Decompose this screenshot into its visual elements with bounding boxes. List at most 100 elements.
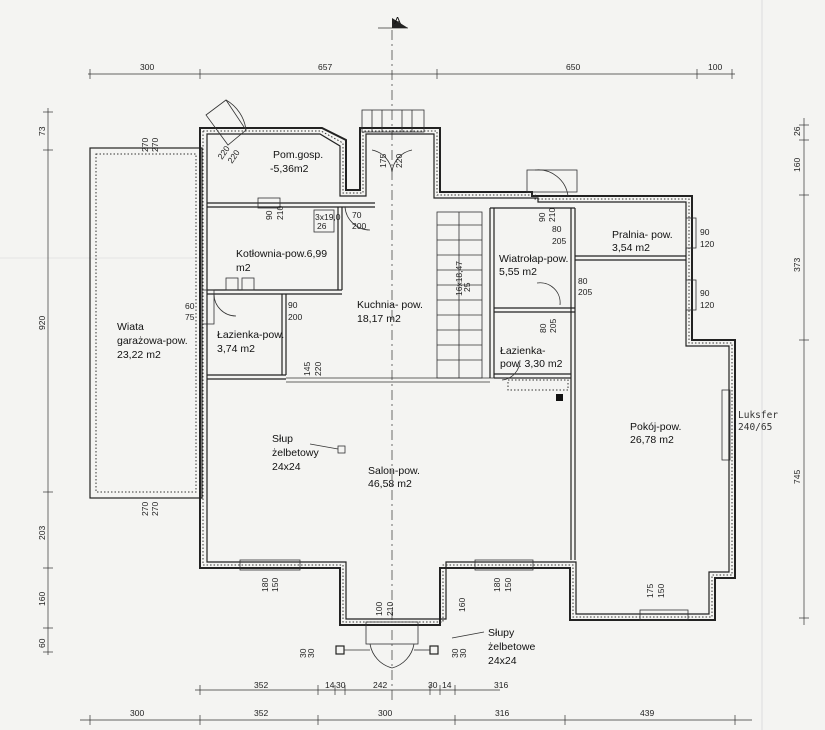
salon-180-1: 180 (260, 578, 270, 592)
room-lazienka1-name: Łazienka-pow. (217, 329, 284, 341)
col-30b-2: 30 (458, 648, 468, 658)
stairs-dim-1: 16x18,47 (454, 261, 464, 296)
door-70-2: 200 (352, 221, 366, 231)
room-pokoj-area: 26,78 m2 (630, 434, 674, 446)
dim-right-2: 160 (792, 158, 802, 172)
salon-180b-2: 150 (503, 578, 513, 592)
dim-bottom-b4: 316 (495, 708, 509, 718)
wia-80a-2: 205 (552, 236, 566, 246)
pral-90a-1: 90 (700, 227, 710, 237)
col-30b-1: 30 (450, 648, 460, 658)
dim-bottom-a5: 30 (428, 680, 438, 690)
room-pralnia-name: Pralnia- pow. (612, 229, 673, 241)
door-60-1: 60 (185, 301, 195, 311)
dim-bottom-b2: 352 (254, 708, 268, 718)
label-slup-3: 24x24 (272, 461, 301, 473)
wiata-bottom-dim-1: 270 (140, 502, 150, 516)
room-lazienka2-name: Łazienka- (500, 345, 546, 357)
pral-90a-2: 120 (700, 239, 714, 249)
wiata-bottom-dim-2: 270 (150, 502, 160, 516)
dim-left-2: 920 (37, 316, 47, 330)
salon-160: 160 (457, 598, 467, 612)
door-145-1: 145 (302, 362, 312, 376)
col-30a-2: 30 (306, 648, 316, 658)
dim-left-4: 160 (37, 592, 47, 606)
col-30a-1: 30 (298, 648, 308, 658)
room-kuchnia-name: Kuchnia- pow. (357, 299, 423, 311)
room-kuchnia-area: 18,17 m2 (357, 313, 401, 325)
room-wiata-name-2: garażowa-pow. (117, 335, 188, 347)
label-slupy-1: Słupy (488, 627, 515, 639)
dim-top-3: 650 (566, 62, 580, 72)
room-kotlownia-area: m2 (236, 262, 251, 274)
wiata-top-dim-2: 270 (150, 138, 160, 152)
dim-bottom-b1: 300 (130, 708, 144, 718)
door-70-1: 70 (352, 210, 362, 220)
salon-100-1: 100 (374, 602, 384, 616)
room-wiata-name-1: Wiata (117, 321, 144, 333)
salon-180-2: 150 (270, 578, 280, 592)
luksfer-size: 240/65 (738, 422, 772, 433)
dim-right-4: 745 (792, 470, 802, 484)
pral-90b-2: 120 (700, 300, 714, 310)
dim-bottom-a6: 14 (442, 680, 452, 690)
room-lazienka2-area: pow. 3,30 m2 (500, 358, 563, 370)
top-dimensions: 300 657 650 100 (88, 62, 735, 79)
interior-walls (207, 202, 686, 560)
dim-bottom-a7: 316 (494, 680, 508, 690)
carport-outline: 270 270 270 270 (89, 138, 203, 516)
pokoj-175-1: 175 (645, 584, 655, 598)
wia-80b-2: 205 (578, 287, 592, 297)
dim-bottom-b5: 439 (640, 708, 654, 718)
pokoj-175-2: 150 (656, 584, 666, 598)
win-pom-2: 210 (275, 206, 285, 220)
dim-right-1: 26 (792, 126, 802, 136)
door-90a-1: 90 (288, 300, 298, 310)
stairs: 16x18,47 25 (437, 212, 482, 378)
dim-top-2: 657 (318, 62, 332, 72)
dim-bottom-a1: 352 (254, 680, 268, 690)
wia-80b-1: 80 (578, 276, 588, 286)
room-pralnia-area: 3,54 m2 (612, 242, 650, 254)
wia-80a-1: 80 (552, 224, 562, 234)
dim-top-4: 100 (708, 62, 722, 72)
room-pom-gosp-name: Pom.gosp. (273, 149, 323, 161)
laz2-80-2: 205 (548, 319, 558, 333)
wia-90-2: 210 (547, 208, 557, 222)
laz2-80-1: 80 (538, 323, 548, 333)
building-outline (199, 127, 736, 626)
left-dimensions: 73 920 203 160 60 (37, 108, 53, 655)
room-pom-gosp-area: -5,36m2 (270, 163, 309, 175)
room-salon-name: Salon-pow. (368, 465, 420, 477)
wiata-top-dim-1: 270 (140, 138, 150, 152)
section-marker: A (394, 15, 401, 27)
dim-bottom-a2: 14 (325, 680, 335, 690)
room-wiata-area: 23,22 m2 (117, 349, 161, 361)
room-wiatrolap-name: Wiatrołap-pow. (499, 253, 568, 265)
dim-right-3: 373 (792, 258, 802, 272)
dim-left-5: 60 (37, 638, 47, 648)
dim-left-3: 203 (37, 526, 47, 540)
dim-top-1: 300 (140, 62, 154, 72)
bottom-dimensions-2: 300 352 300 316 439 (80, 708, 752, 725)
right-dimensions: 26 160 373 745 (792, 118, 809, 625)
room-wiatrolap-area: 5,55 m2 (499, 266, 537, 278)
pral-90b-1: 90 (700, 288, 710, 298)
window-labels: 90 210 3x19,0 26 70 200 60 75 90 200 145… (185, 197, 778, 658)
salon-100-2: 210 (385, 602, 395, 616)
salon-180b-1: 180 (492, 578, 502, 592)
dim-bottom-a3: 30 (336, 680, 346, 690)
label-slup-2: żelbetowy (272, 447, 319, 459)
wia-90-1: 90 (537, 212, 547, 222)
room-labels: Pom.gosp. -5,36m2 Kotłownia-pow.6,99 m2 … (117, 149, 681, 667)
door-90a-2: 200 (288, 312, 302, 322)
dim-left-1: 73 (37, 126, 47, 136)
door-60-2: 75 (185, 312, 195, 322)
dim-bottom-a4: 242 (373, 680, 387, 690)
entry-top-dim-2: 220 (394, 154, 404, 168)
luksfer-label: Luksfer (738, 410, 778, 421)
room-salon-area: 46,58 m2 (368, 478, 412, 490)
label-slupy-3: 24x24 (488, 655, 517, 667)
bottom-dimensions-1: 352 14 30 242 30 14 316 (195, 680, 508, 695)
